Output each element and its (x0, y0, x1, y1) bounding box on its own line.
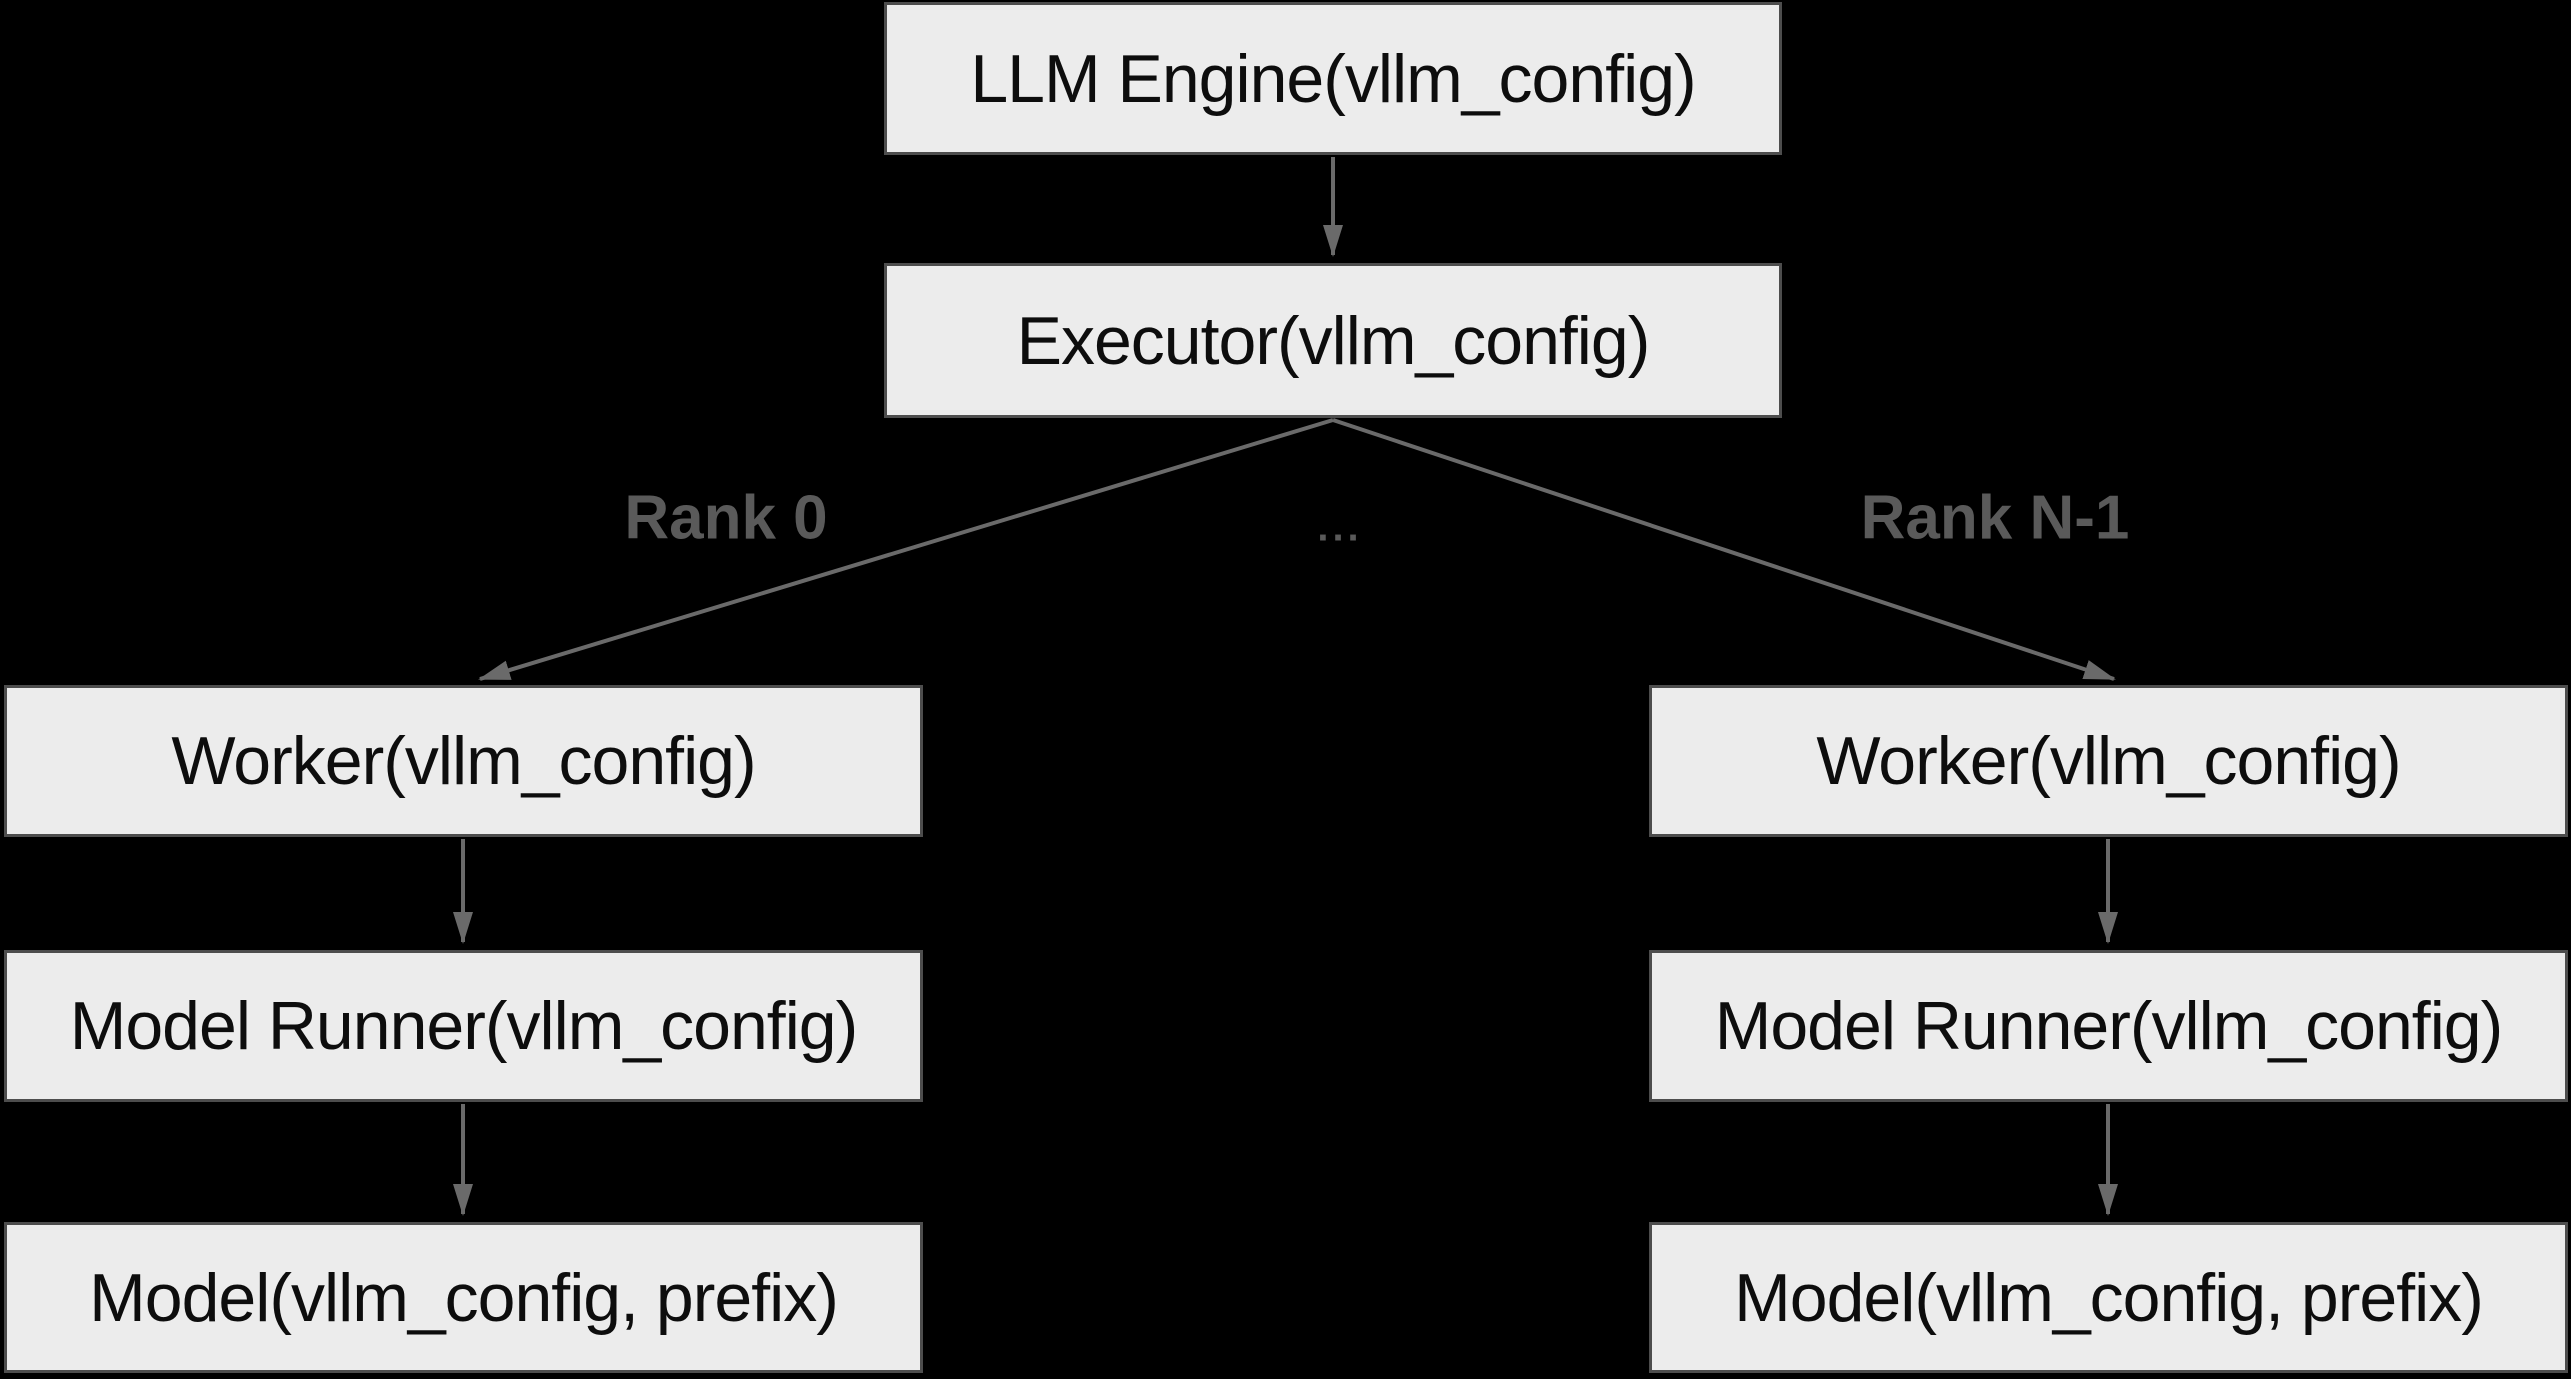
node-worker-rank-n-1: Worker(vllm_config) (1649, 685, 2568, 837)
node-model-rank0-label: Model(vllm_config, prefix) (89, 1259, 839, 1336)
edge-label-rank-0: Rank 0 (624, 483, 828, 553)
node-executor: Executor(vllm_config) (884, 263, 1782, 418)
node-llm-engine-label: LLM Engine(vllm_config) (970, 40, 1696, 117)
node-llm-engine: LLM Engine(vllm_config) (884, 2, 1782, 155)
node-worker-rank0: Worker(vllm_config) (4, 685, 923, 837)
edge-label-ellipsis: ... (1317, 505, 1363, 550)
node-model-rank0: Model(vllm_config, prefix) (4, 1222, 923, 1373)
node-worker-rank-n-1-label: Worker(vllm_config) (1816, 723, 2401, 799)
node-executor-label: Executor(vllm_config) (1016, 302, 1651, 379)
node-model-rank-n-1-label: Model(vllm_config, prefix) (1734, 1259, 2484, 1336)
edge-executor-to-worker-rank0 (478, 418, 1334, 681)
node-model-runner-rank0-label: Model Runner(vllm_config) (69, 988, 859, 1064)
node-model-runner-rank-n-1-label: Model Runner(vllm_config) (1714, 988, 2504, 1064)
node-model-runner-rank-n-1: Model Runner(vllm_config) (1649, 950, 2568, 1102)
edge-executor-to-worker-rank-n-1 (1332, 418, 2116, 681)
edge-label-rank-n-1: Rank N-1 (1860, 483, 2130, 553)
node-model-rank-n-1: Model(vllm_config, prefix) (1649, 1222, 2568, 1373)
node-worker-rank0-label: Worker(vllm_config) (171, 723, 756, 799)
node-model-runner-rank0: Model Runner(vllm_config) (4, 950, 923, 1102)
